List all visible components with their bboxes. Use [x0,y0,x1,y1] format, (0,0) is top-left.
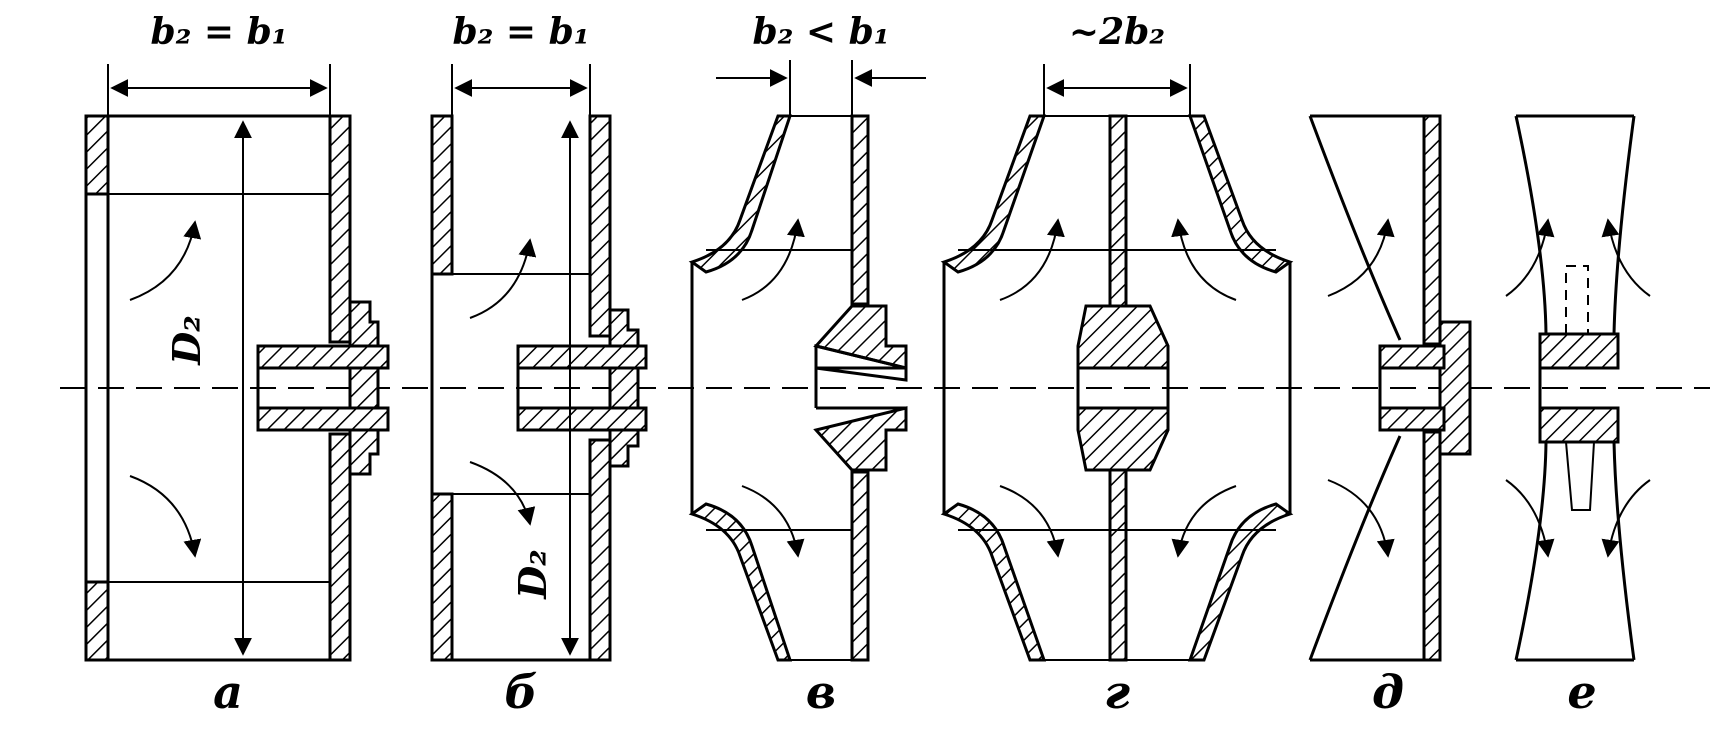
hub-bottom-e [1538,406,1620,444]
hub-bottom-d [1378,406,1446,432]
flow-arrow-down-left-g [999,485,1065,558]
impeller-g [940,64,1294,662]
caption-g: г [1104,665,1130,719]
hub-top-v [813,304,908,370]
back-disc-top-b [588,114,612,338]
flow-arrow-up-right-e [1601,218,1651,297]
hub-flange-b [608,308,640,468]
hub-top-a [256,344,390,370]
flow-arrow-down-v [741,485,805,558]
flow-arrow-up-left-e [1505,218,1555,297]
blade-hidden-outline-e [1565,265,1589,334]
flow-arrow-up-v [741,218,805,301]
diameter-label-b: D₂ [510,549,555,600]
dimension-label-v: b₂ < b₁ [752,11,889,53]
back-disc-top-a [328,114,352,344]
caption-e: е [1567,665,1596,719]
front-ring-top-a [84,114,110,196]
flow-arrow-down-right-e [1601,479,1651,558]
hub-top-b [516,344,648,370]
back-disc-bottom-a [328,432,352,662]
front-ring-top-b [430,114,454,276]
hub-bottom-g [1076,406,1170,472]
front-shroud-top-v [688,114,793,274]
back-disc-bottom-b [588,438,612,662]
impeller-v [688,60,926,662]
front-ring-bottom-b [430,492,454,662]
flow-arrow-up-b [469,238,537,319]
hub-bottom-a [256,406,390,432]
caption-b: б [504,665,537,719]
hub-bottom-v [813,406,908,472]
blade-right-top-e [1612,115,1636,335]
flow-arrow-up-d [1327,218,1395,297]
flow-arrow-down-a [129,475,202,558]
center-disc-bottom-g [1108,468,1128,662]
dimension-label-g: ~2b₂ [1069,11,1165,53]
flow-arrow-down-d [1327,479,1395,558]
back-disc-bottom-v [850,470,870,662]
blade-edge-bottom-d [1308,435,1402,661]
blade-left-bottom-e [1514,441,1548,661]
hub-bottom-b [516,406,648,432]
flow-arrow-down-right-g [1171,485,1237,558]
front-ring-bottom-a [84,580,110,662]
blade-left-top-e [1514,115,1548,335]
right-shroud-bottom-g [1187,502,1294,662]
blade-right-bottom-e [1612,441,1636,661]
back-disc-top-v [850,114,870,306]
blade-edge-top-d [1308,115,1402,341]
back-disc-bottom-d [1422,430,1442,662]
impeller-e [1505,114,1651,662]
impeller-b [430,64,648,662]
blade-tip-e [1565,441,1595,511]
center-disc-top-g [1108,114,1128,308]
front-shroud-bottom-v [688,502,793,662]
dimension-label-a: b₂ = b₁ [150,11,287,53]
caption-v: в [806,665,836,719]
flow-arrow-down-left-e [1505,479,1555,558]
flow-arrow-up-left-g [999,218,1065,301]
hub-top-g [1076,304,1170,370]
hub-top-d [1378,344,1446,370]
impeller-d [1308,114,1472,662]
left-shroud-bottom-g [940,502,1047,662]
caption-a: а [213,665,243,719]
hub-flange-a [348,300,380,476]
diameter-label-a: D₂ [164,315,209,366]
right-shroud-top-g [1187,114,1294,274]
impeller-a [84,64,390,662]
flow-arrow-up-right-g [1171,218,1237,301]
flow-arrow-down-b [469,461,536,526]
left-shroud-top-g [940,114,1047,274]
caption-d: д [1372,665,1404,719]
flow-arrow-up-a [129,220,202,301]
hub-flange-d [1438,320,1472,456]
back-disc-top-d [1422,114,1442,346]
hub-top-e [1538,332,1620,370]
dimension-label-b: b₂ = b₁ [452,11,589,53]
